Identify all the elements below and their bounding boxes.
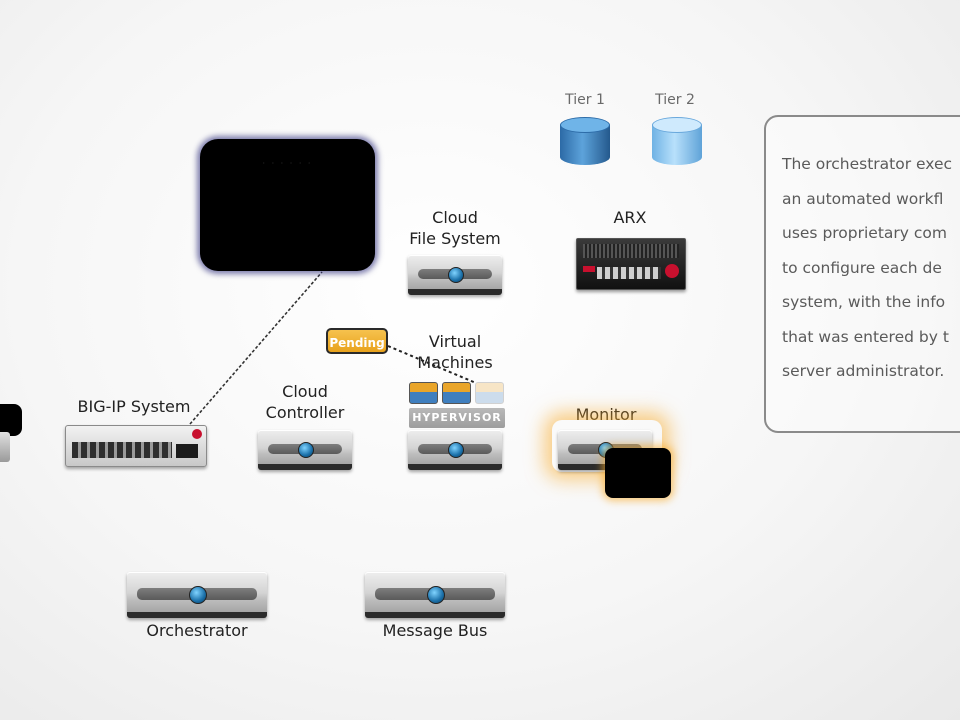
orchestrator-server[interactable] <box>127 572 267 618</box>
tier2-label: Tier 2 <box>655 92 695 108</box>
info-line-5: system, with the info <box>782 293 946 311</box>
info-line-4: to configure each de <box>782 258 942 277</box>
info-line-3: uses proprietary com <box>782 224 947 242</box>
info-line-7: server administrator. <box>782 362 945 380</box>
vm-icon-1[interactable] <box>409 382 438 404</box>
hypervisor-bar: HYPERVISOR <box>409 408 505 428</box>
cloud-file-system-label: Cloud File System <box>409 208 501 248</box>
message-bus-label: Message Bus <box>382 621 488 640</box>
left-partial-server <box>0 432 10 462</box>
black-screen-window: · · · · · · <box>200 139 375 271</box>
vm-icon-2[interactable] <box>442 382 471 404</box>
vm-host-server[interactable] <box>408 430 502 470</box>
tier2-storage-icon <box>652 117 702 167</box>
cloud-file-system-server[interactable] <box>408 255 502 295</box>
arx-appliance[interactable] <box>576 238 686 290</box>
screen-noise: · · · · · · <box>262 159 313 168</box>
message-bus-server[interactable] <box>365 572 505 618</box>
pending-badge: Pending <box>326 328 388 354</box>
bigip-to-screen-line <box>189 271 323 425</box>
info-line-6: that was entered by t <box>782 327 949 346</box>
info-line-1: The orchestrator exec <box>782 155 953 173</box>
tier1-storage-icon <box>560 117 610 167</box>
monitor-black-screen <box>605 448 671 498</box>
virtual-machines-label: Virtual Machines <box>417 332 493 372</box>
vm-icon-3[interactable] <box>475 382 504 404</box>
vm-row <box>409 382 505 404</box>
cloud-controller-server[interactable] <box>258 430 352 470</box>
info-line-2: an automated workfl <box>782 189 944 208</box>
arx-label: ARX <box>613 208 647 227</box>
tier1-label: Tier 1 <box>565 92 605 108</box>
bigip-appliance[interactable] <box>65 425 207 467</box>
left-black-screen <box>0 404 22 436</box>
cloud-controller-label: Cloud Controller <box>265 382 345 422</box>
bigip-label: BIG-IP System <box>77 397 191 416</box>
info-callout: The orchestrator exec an automated workf… <box>764 115 960 433</box>
pending-to-vm-line <box>387 345 477 384</box>
monitor-label: Monitor <box>575 405 637 424</box>
orchestrator-label: Orchestrator <box>146 621 248 640</box>
